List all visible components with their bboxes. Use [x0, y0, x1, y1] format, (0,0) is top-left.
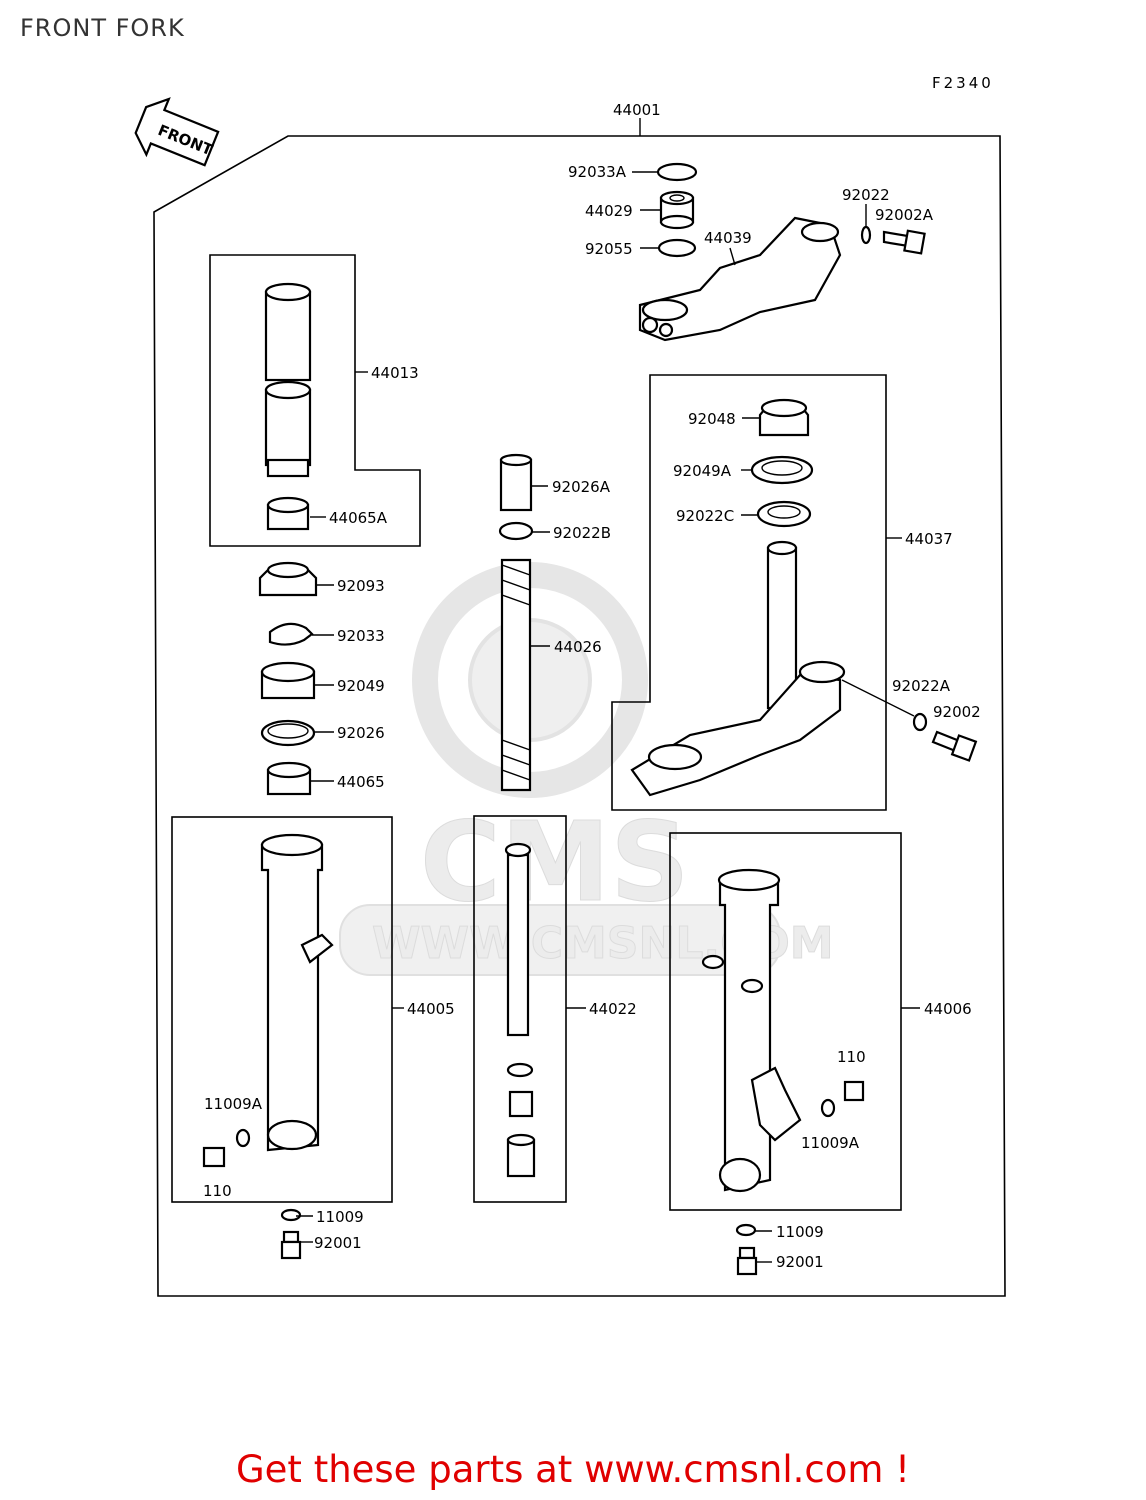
label-92001-right: 92001 [776, 1253, 824, 1271]
label-44037: 44037 [905, 530, 953, 548]
label-11009A-right: 11009A [801, 1134, 860, 1152]
label-110-right: 110 [837, 1048, 866, 1066]
group-frame-44022 [473, 815, 567, 1203]
part-bolt-92002[interactable] [931, 730, 978, 762]
label-92049: 92049 [337, 677, 385, 695]
part-washer-92022A[interactable] [912, 712, 928, 732]
leader-lines [296, 171, 920, 1263]
part-oring-92055[interactable] [657, 238, 697, 258]
part-outer-tube-44006[interactable] [701, 868, 802, 1193]
label-11009-right: 11009 [776, 1223, 824, 1241]
label-44006: 44006 [924, 1000, 972, 1018]
part-washer-92022[interactable] [860, 225, 872, 245]
label-44065A: 44065A [329, 509, 388, 527]
part-dust-seal-92093[interactable] [258, 561, 318, 597]
label-11009A-left: 11009A [204, 1095, 263, 1113]
part-circlip-92033[interactable] [268, 622, 314, 646]
part-stem-bracket-44037[interactable] [630, 540, 846, 797]
group-frame-44013 [209, 254, 421, 547]
part-bushing-44065A[interactable] [266, 496, 310, 531]
assembly-frame-44001 [153, 135, 1006, 1297]
part-washer-11009A-left[interactable] [235, 1128, 251, 1148]
page-title: FRONT FORK [20, 14, 185, 42]
part-washer-92022B[interactable] [498, 521, 534, 541]
label-44022: 44022 [589, 1000, 637, 1018]
part-bolt-92001-left[interactable] [280, 1230, 302, 1260]
part-oil-seal-92049[interactable] [260, 661, 316, 700]
part-spacer-92026A[interactable] [499, 453, 533, 512]
group-frame-44006 [669, 832, 902, 1211]
part-washer-11009-right[interactable] [735, 1223, 757, 1237]
part-bolt-110-right[interactable] [843, 1080, 865, 1102]
label-92002: 92002 [933, 703, 981, 721]
part-seal-92049A[interactable] [750, 455, 814, 485]
group-frame-44037 [611, 374, 887, 811]
part-bolt-92002A[interactable] [882, 229, 926, 255]
label-92026: 92026 [337, 724, 385, 742]
part-washer-11009A-right[interactable] [820, 1098, 836, 1118]
label-92002A: 92002A [875, 206, 934, 224]
label-92093: 92093 [337, 577, 385, 595]
part-bolt-110-left[interactable] [202, 1146, 226, 1168]
group-frame-44005 [171, 816, 393, 1203]
label-92022A: 92022A [892, 677, 951, 695]
label-92033: 92033 [337, 627, 385, 645]
front-arrow-icon: FRONT [134, 97, 220, 167]
label-44065: 44065 [337, 773, 385, 791]
label-44001: 44001 [613, 101, 661, 119]
label-44013: 44013 [371, 364, 419, 382]
part-cap-92048[interactable] [758, 398, 810, 437]
part-oring-92033A[interactable] [656, 162, 698, 182]
part-bushing-44065[interactable] [266, 761, 312, 796]
label-92055: 92055 [585, 240, 633, 258]
part-washer-92022C[interactable] [756, 500, 812, 528]
part-outer-tube-44005[interactable] [260, 833, 334, 1152]
footer-link[interactable]: Get these parts at www.cmsnl.com ! [235, 1448, 910, 1491]
part-labels: 44001 92033A 44029 92055 44039 92022 920… [203, 101, 981, 1271]
part-spring-44026[interactable] [500, 558, 532, 792]
part-fork-tube-44013[interactable] [264, 282, 312, 478]
label-92022C: 92022C [676, 507, 734, 525]
label-44029: 44029 [585, 202, 633, 220]
label-92048: 92048 [688, 410, 736, 428]
label-44039: 44039 [704, 229, 752, 247]
part-washer-92026[interactable] [260, 719, 316, 747]
label-92026A: 92026A [552, 478, 611, 496]
label-92049A: 92049A [673, 462, 732, 480]
diagram-code: F2340 [932, 74, 994, 92]
label-92033A: 92033A [568, 163, 627, 181]
part-upper-bracket-44039[interactable] [638, 216, 842, 342]
part-plug-44029[interactable] [659, 190, 695, 230]
part-bolt-92001-right[interactable] [736, 1246, 758, 1276]
label-92022: 92022 [842, 186, 890, 204]
label-92001-left: 92001 [314, 1234, 362, 1252]
part-washer-11009-left[interactable] [280, 1208, 302, 1222]
label-11009-left: 11009 [316, 1208, 364, 1226]
label-44026: 44026 [554, 638, 602, 656]
label-44005: 44005 [407, 1000, 455, 1018]
label-110-left: 110 [203, 1182, 232, 1200]
label-92022B: 92022B [553, 524, 611, 542]
part-damper-rod-44022[interactable] [504, 842, 536, 1178]
exploded-parts-diagram: CMS WWW.CMSNL.COM F2340 FRONT [134, 74, 1006, 1297]
